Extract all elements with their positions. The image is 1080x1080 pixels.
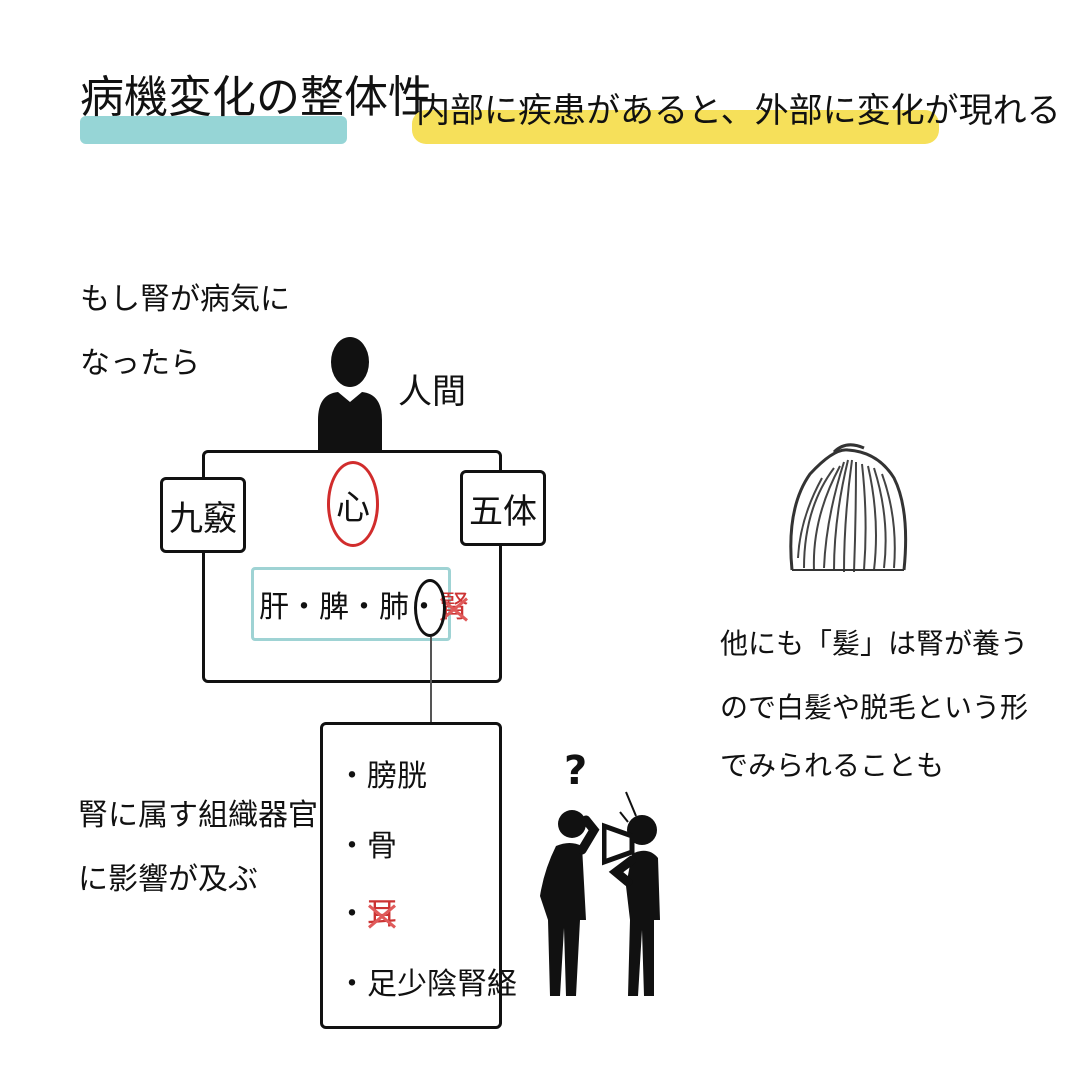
question-mark: ? bbox=[564, 748, 588, 794]
organ-spleen: 脾 bbox=[319, 590, 349, 625]
person-label: 人間 bbox=[398, 372, 466, 412]
hair-note-line-1: 他にも「髪」は腎が養う bbox=[720, 627, 1029, 660]
person-icon bbox=[318, 337, 382, 454]
connector-line bbox=[430, 637, 432, 723]
kidney-note-line-1: 腎に属す組織器官 bbox=[78, 798, 318, 833]
list-item: ・骨 bbox=[337, 829, 397, 864]
nine-orifices-box: 九竅 bbox=[160, 477, 246, 553]
organ-lung: 肺 bbox=[379, 590, 409, 625]
hair-note-line-2: ので白髪や脱毛という形 bbox=[720, 691, 1029, 724]
kidney-note-line-2: に影響が及ぶ bbox=[78, 862, 258, 897]
list-item: ・耳 bbox=[337, 897, 397, 932]
list-item: ・膀胱 bbox=[337, 759, 427, 794]
hair-icon bbox=[789, 443, 908, 573]
intro-line-1: もし腎が病気に bbox=[80, 282, 290, 317]
megaphone-person-icon bbox=[602, 791, 660, 996]
five-body-box: 五体 bbox=[460, 470, 546, 546]
list-item: ・足少陰腎経 bbox=[337, 967, 517, 1002]
kidney-list-box: ・膀胱 ・骨 ・耳 ・足少陰腎経 bbox=[320, 722, 517, 1029]
confused-person-icon bbox=[540, 810, 600, 996]
organ-separator: ・ bbox=[289, 590, 319, 625]
intro-line-2: なったら bbox=[80, 346, 200, 381]
kidney-circle bbox=[414, 579, 446, 637]
nine-orifices-label: 九竅 bbox=[169, 498, 237, 539]
subtitle-highlight bbox=[412, 110, 939, 144]
organ-separator: ・ bbox=[349, 590, 379, 625]
hair-note-line-3: でみられることも bbox=[720, 749, 945, 782]
heart-label: 心 bbox=[336, 487, 370, 528]
heart-circle: 心 bbox=[327, 461, 379, 547]
page-subtitle: 内部に疾患があると、外部に変化が現れる bbox=[416, 91, 1061, 131]
page-title: 病機変化の整体性 bbox=[80, 72, 432, 123]
five-body-label: 五体 bbox=[469, 491, 537, 532]
organ-liver: 肝 bbox=[259, 590, 289, 625]
title-highlight bbox=[80, 116, 347, 144]
